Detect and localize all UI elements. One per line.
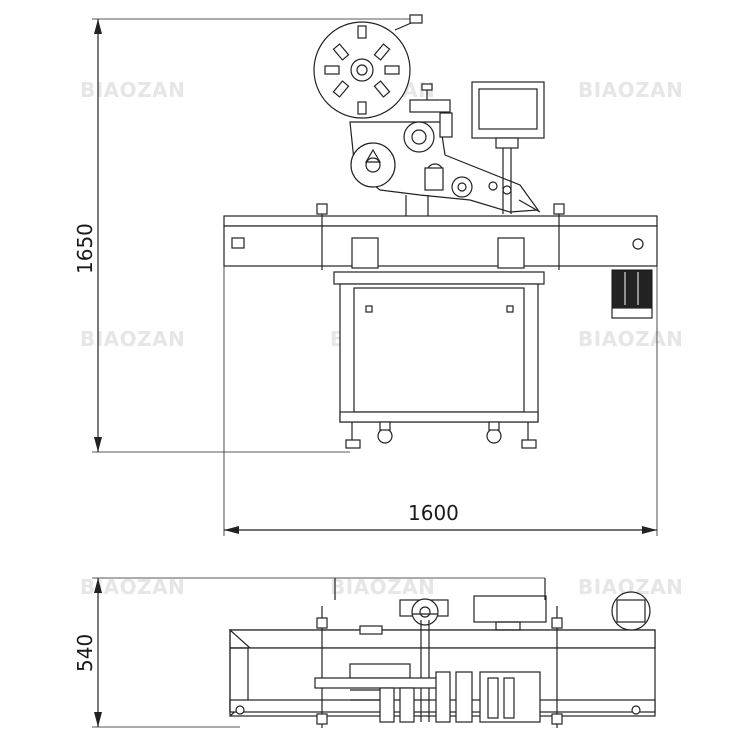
top-view: 540 [73, 577, 656, 728]
height-dimension: 1650 [73, 18, 410, 453]
label-reel [313, 14, 423, 119]
reel-top [399, 591, 651, 722]
width-dimension: 1600 [223, 228, 658, 536]
height-label: 1650 [73, 223, 97, 274]
cabinet [333, 271, 545, 449]
guide-posts [316, 606, 563, 728]
watermark-text: BIAOZAN [80, 327, 185, 351]
depth-dimension: 540 [73, 577, 545, 728]
touch-screen [471, 81, 545, 214]
labeling-head [349, 83, 541, 218]
watermark-text: BIAOZAN [80, 78, 185, 102]
depth-label: 540 [73, 634, 97, 672]
watermark-text: BIAOZAN [578, 78, 683, 102]
width-label: 1600 [408, 501, 459, 525]
watermark-text: BIAOZAN [330, 575, 435, 599]
conveyor [223, 203, 658, 270]
head-assembly [314, 663, 541, 723]
top-frame [228, 578, 656, 717]
drive-motor [611, 269, 653, 319]
front-view: 1650 1600 [73, 14, 658, 536]
watermark-text: BIAOZAN [578, 327, 683, 351]
